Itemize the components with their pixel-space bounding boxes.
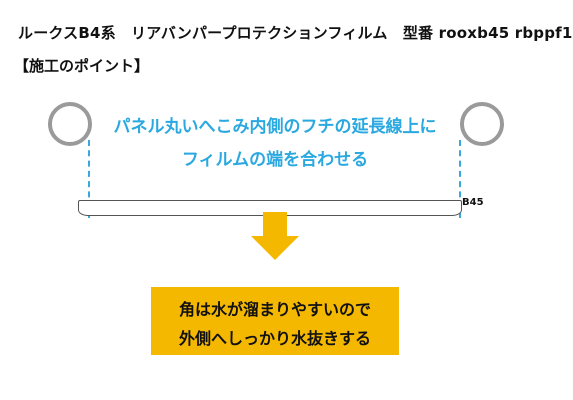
section-heading: 【施工のポイント】 (14, 57, 150, 75)
instruction-line-1: パネル丸いへこみ内側のフチの延長線上に (113, 117, 437, 137)
film-model-label: B45 (462, 197, 484, 208)
note-line-1: 角は水が溜まりやすいので (178, 300, 371, 319)
right-panel-recess-circle (460, 102, 504, 146)
left-alignment-guide (88, 140, 90, 218)
note-line-2: 外側へしっかり水抜きする (178, 329, 371, 348)
drainage-note-box: 角は水が溜まりやすいので 外側へしっかり水抜きする (151, 287, 399, 355)
right-alignment-guide (459, 140, 461, 218)
left-panel-recess-circle (48, 102, 92, 146)
page-title: ルークスB4系 リアバンパープロテクションフィルム 型番 rooxb45 rbp… (18, 24, 573, 42)
instruction-line-2: フィルムの端を合わせる (181, 150, 369, 170)
